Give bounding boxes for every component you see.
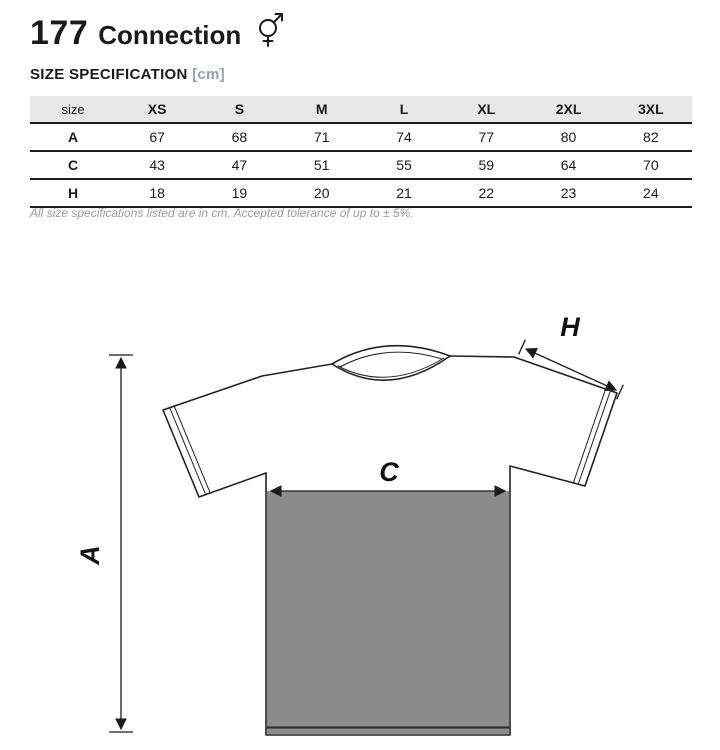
tshirt-outline xyxy=(162,344,618,736)
cell-c-m: 51 xyxy=(313,157,330,173)
cell-c-xs: 43 xyxy=(149,157,165,173)
cell-h-l: 21 xyxy=(396,185,412,201)
section-title: SIZE SPECIFICATION [cm] xyxy=(30,66,225,83)
cell-h-xl: 22 xyxy=(478,185,495,201)
dimension-label-c: C xyxy=(379,457,399,487)
col-size: size xyxy=(61,101,85,117)
cell-a-m: 71 xyxy=(313,129,330,145)
cell-a-xs: 67 xyxy=(149,129,165,145)
cell-c-s: 47 xyxy=(231,157,248,173)
col-xl: XL xyxy=(477,101,496,117)
cell-h-s: 19 xyxy=(231,185,248,201)
cell-h-xs: 18 xyxy=(149,185,165,201)
cell-a-xl: 77 xyxy=(478,129,495,145)
product-name: Connection xyxy=(98,20,242,50)
cell-a-2xl: 80 xyxy=(560,129,577,145)
tshirt-measure-diagram: A C H xyxy=(75,312,624,736)
col-m: M xyxy=(315,101,328,117)
cell-a-l: 74 xyxy=(396,129,412,145)
dimension-arrow-c: C xyxy=(269,457,507,497)
table-row-c: C 43 47 51 55 59 64 70 xyxy=(30,151,692,179)
col-xs: XS xyxy=(147,101,167,117)
cell-c-2xl: 64 xyxy=(560,157,577,173)
cell-a-s: 68 xyxy=(231,129,248,145)
product-code: 177 xyxy=(30,14,89,52)
col-2xl: 2XL xyxy=(555,101,582,117)
section-title-text: SIZE SPECIFICATION xyxy=(30,66,188,83)
size-table: size XS S M L XL 2XL 3XL A 67 68 71 74 7… xyxy=(30,96,692,208)
cell-h-2xl: 23 xyxy=(560,185,577,201)
product-header: 177 Connection xyxy=(30,8,285,53)
cell-h-3xl: 24 xyxy=(643,185,659,201)
row-label-a: A xyxy=(67,129,79,145)
cell-a-3xl: 82 xyxy=(643,129,659,145)
row-label-h: H xyxy=(67,185,79,201)
tolerance-note: All size specifications listed are in cm… xyxy=(30,206,414,220)
cell-h-m: 20 xyxy=(313,185,330,201)
unisex-gender-icon xyxy=(255,12,285,53)
col-3xl: 3XL xyxy=(638,101,664,117)
size-table-header-row: size XS S M L XL 2XL 3XL xyxy=(30,96,692,123)
col-s: S xyxy=(234,101,245,117)
dimension-arrow-h: H xyxy=(518,312,624,400)
cell-c-xl: 59 xyxy=(478,157,495,173)
col-l: L xyxy=(399,101,409,117)
dimension-label-a: A xyxy=(75,545,105,566)
dimension-arrow-a: A xyxy=(75,354,133,733)
cell-c-3xl: 70 xyxy=(643,157,659,173)
table-row-a: A 67 68 71 74 77 80 82 xyxy=(30,123,692,151)
cell-c-l: 55 xyxy=(396,157,412,173)
section-unit: [cm] xyxy=(192,66,225,83)
tshirt-lower-body-fill xyxy=(267,491,509,734)
dimension-label-h: H xyxy=(560,312,580,342)
table-row-h: H 18 19 20 21 22 23 24 xyxy=(30,179,692,207)
row-label-c: C xyxy=(67,157,79,173)
